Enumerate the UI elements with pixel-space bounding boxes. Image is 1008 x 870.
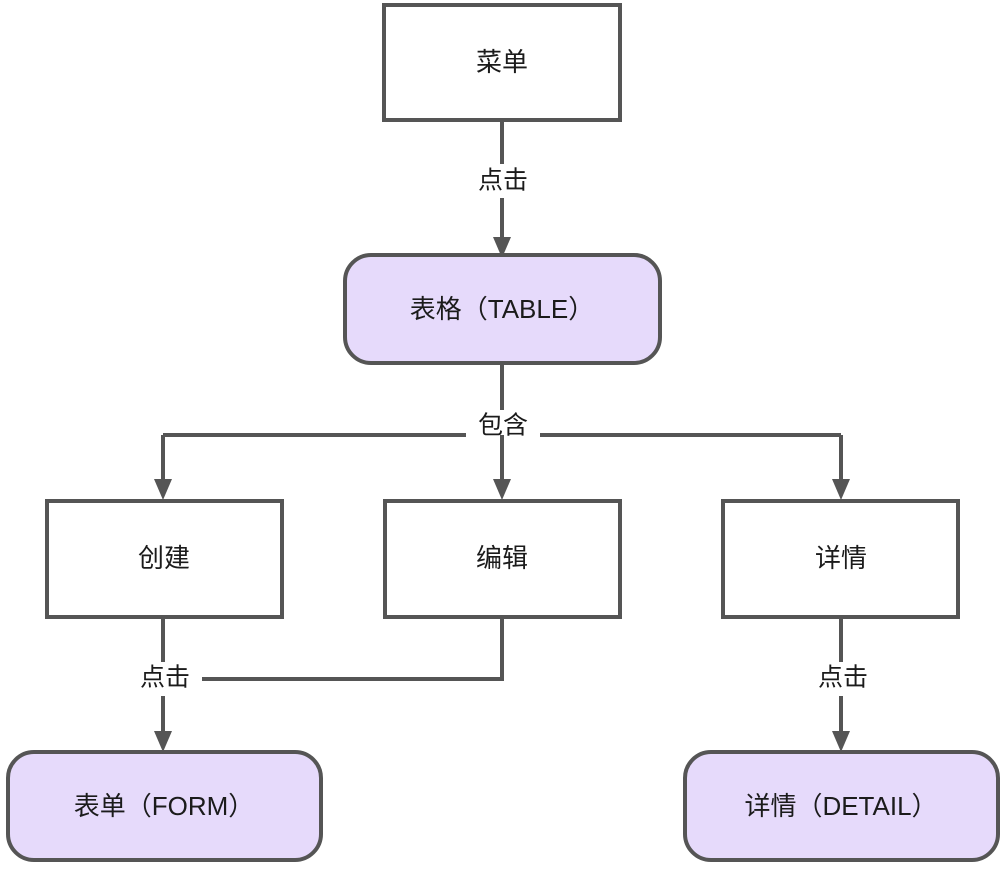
node-edit-shape[interactable] [383,499,622,619]
node-detail-page-shape[interactable] [683,750,1000,862]
edge-label-detail-detailpage: 点击 [818,664,868,692]
node-create-label: 创建 [138,543,190,573]
arrowhead-icon [832,479,850,500]
node-table[interactable]: 表格（TABLE） [343,253,662,365]
node-detail-shape[interactable] [721,499,960,619]
arrowhead-icon [493,479,511,500]
edge-label-backdrop [466,164,540,198]
edge-table-to-edit [493,435,511,500]
node-edit[interactable]: 编辑 [383,499,622,619]
node-detail[interactable]: 详情 [721,499,960,619]
arrowhead-icon [832,731,850,752]
node-edit-label: 编辑 [476,543,528,573]
node-create[interactable]: 创建 [45,499,284,619]
edge-label-backdrop [128,662,202,696]
edge-line-elbow [165,617,504,681]
edge-label-backdrop [806,662,880,696]
node-form-shape[interactable] [6,750,323,862]
edge-create-to-form: 点击 [128,617,202,752]
edge-table-to-create [154,435,172,500]
node-form-label: 表单（FORM） [74,791,255,821]
edge-edit-to-form [165,617,504,681]
edge-label-menu-table: 点击 [478,167,528,195]
node-create-shape[interactable] [45,499,284,619]
node-menu-label: 菜单 [476,47,528,77]
node-table-shape[interactable] [343,253,662,365]
edge-detail-to-detailpage: 点击 [806,617,880,752]
arrowhead-icon [154,731,172,752]
node-menu-shape[interactable] [382,3,622,122]
node-detail-label: 详情 [815,543,867,573]
node-detail-page[interactable]: 详情（DETAIL） [683,750,1000,862]
edge-menu-to-table: 点击 [466,120,540,258]
node-menu[interactable]: 菜单 [382,3,622,122]
edge-table-to-detail [832,435,850,500]
edge-label-table-contains: 包含 [478,412,528,440]
node-form[interactable]: 表单（FORM） [6,750,323,862]
edge-table-contains-bus: 包含 [163,363,841,444]
arrowhead-icon [493,237,511,258]
edge-label-create-form: 点击 [140,664,190,692]
node-detail-page-label: 详情（DETAIL） [744,791,937,821]
node-table-label: 表格（TABLE） [410,294,594,324]
arrowhead-icon [154,479,172,500]
